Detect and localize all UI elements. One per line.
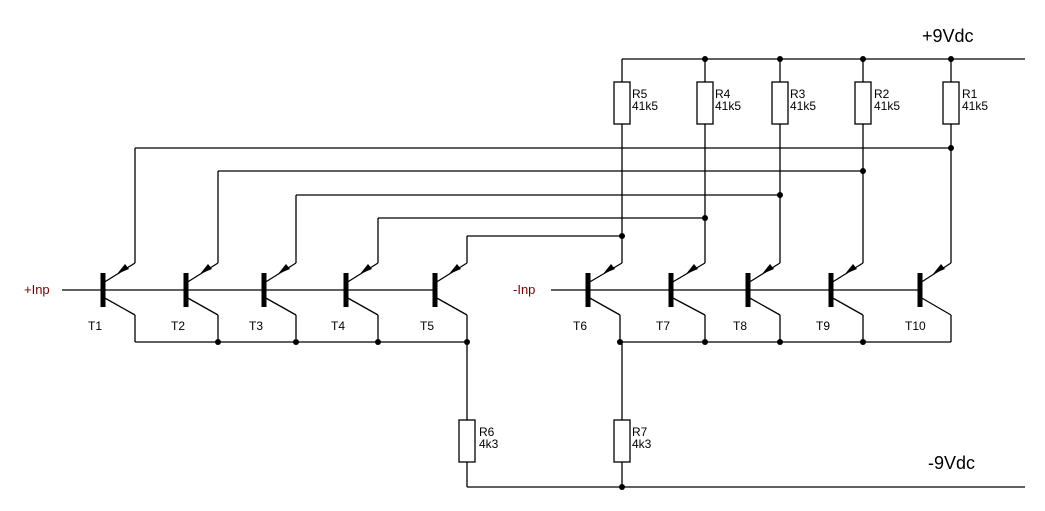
transistor-t1: T1: [88, 262, 136, 342]
r1-value: 41k5: [962, 99, 988, 113]
r2-value: 41k5: [874, 99, 900, 113]
resistor-r1: R1 41k5: [942, 81, 988, 125]
emitter-bus-right: [617, 339, 951, 420]
resistor-r4: R4 41k5: [696, 81, 741, 125]
r7-value: 4k3: [632, 437, 652, 451]
t1-label: T1: [88, 319, 102, 333]
transistor-t8: T8: [733, 262, 781, 342]
r5-name: R5: [632, 87, 648, 101]
t9-label: T9: [816, 319, 830, 333]
plus-input-label: +Inp: [24, 282, 50, 297]
r1-name: R1: [962, 87, 978, 101]
transistor-t4: T4: [331, 262, 379, 342]
r2-name: R2: [874, 87, 890, 101]
resistor-r2: R2 41k5: [854, 81, 900, 125]
transistor-group: T1 T2 T3 T4: [88, 262, 952, 342]
t7-label: T7: [656, 319, 670, 333]
transistor-t5: T5: [420, 262, 468, 342]
emitter-bus-left: [135, 339, 470, 420]
r4-value: 41k5: [715, 99, 741, 113]
t8-label: T8: [733, 319, 747, 333]
positive-rail: [621, 56, 1025, 82]
transistor-t6: T6: [573, 262, 623, 342]
resistor-r5: R5 41k5: [613, 81, 658, 125]
t10-label: T10: [905, 319, 926, 333]
negative-rail-label: -9Vdc: [928, 453, 975, 473]
t3-label: T3: [249, 319, 263, 333]
r3-value: 41k5: [790, 99, 816, 113]
collector-wiring: [134, 124, 954, 263]
transistor-t3: T3: [249, 262, 297, 342]
positive-rail-label: +9Vdc: [922, 26, 974, 46]
resistor-r6: R6 4k3: [458, 419, 499, 487]
r6-name: R6: [479, 425, 495, 439]
t6-label: T6: [573, 319, 587, 333]
transistor-t7: T7: [656, 262, 706, 342]
t5-label: T5: [420, 319, 434, 333]
r6-value: 4k3: [479, 437, 499, 451]
minus-input-label: -Inp: [513, 282, 535, 297]
transistor-t2: T2: [171, 262, 219, 342]
r5-value: 41k5: [632, 99, 658, 113]
transistor-t10: T10: [905, 262, 952, 342]
r7-name: R7: [632, 425, 648, 439]
r4-name: R4: [715, 87, 731, 101]
t4-label: T4: [331, 319, 345, 333]
t2-label: T2: [171, 319, 185, 333]
r3-name: R3: [790, 87, 806, 101]
negative-rail: [467, 484, 1025, 490]
resistor-r3: R3 41k5: [771, 81, 816, 125]
transistor-t9: T9: [816, 262, 864, 342]
resistor-r7: R7 4k3: [613, 419, 652, 487]
